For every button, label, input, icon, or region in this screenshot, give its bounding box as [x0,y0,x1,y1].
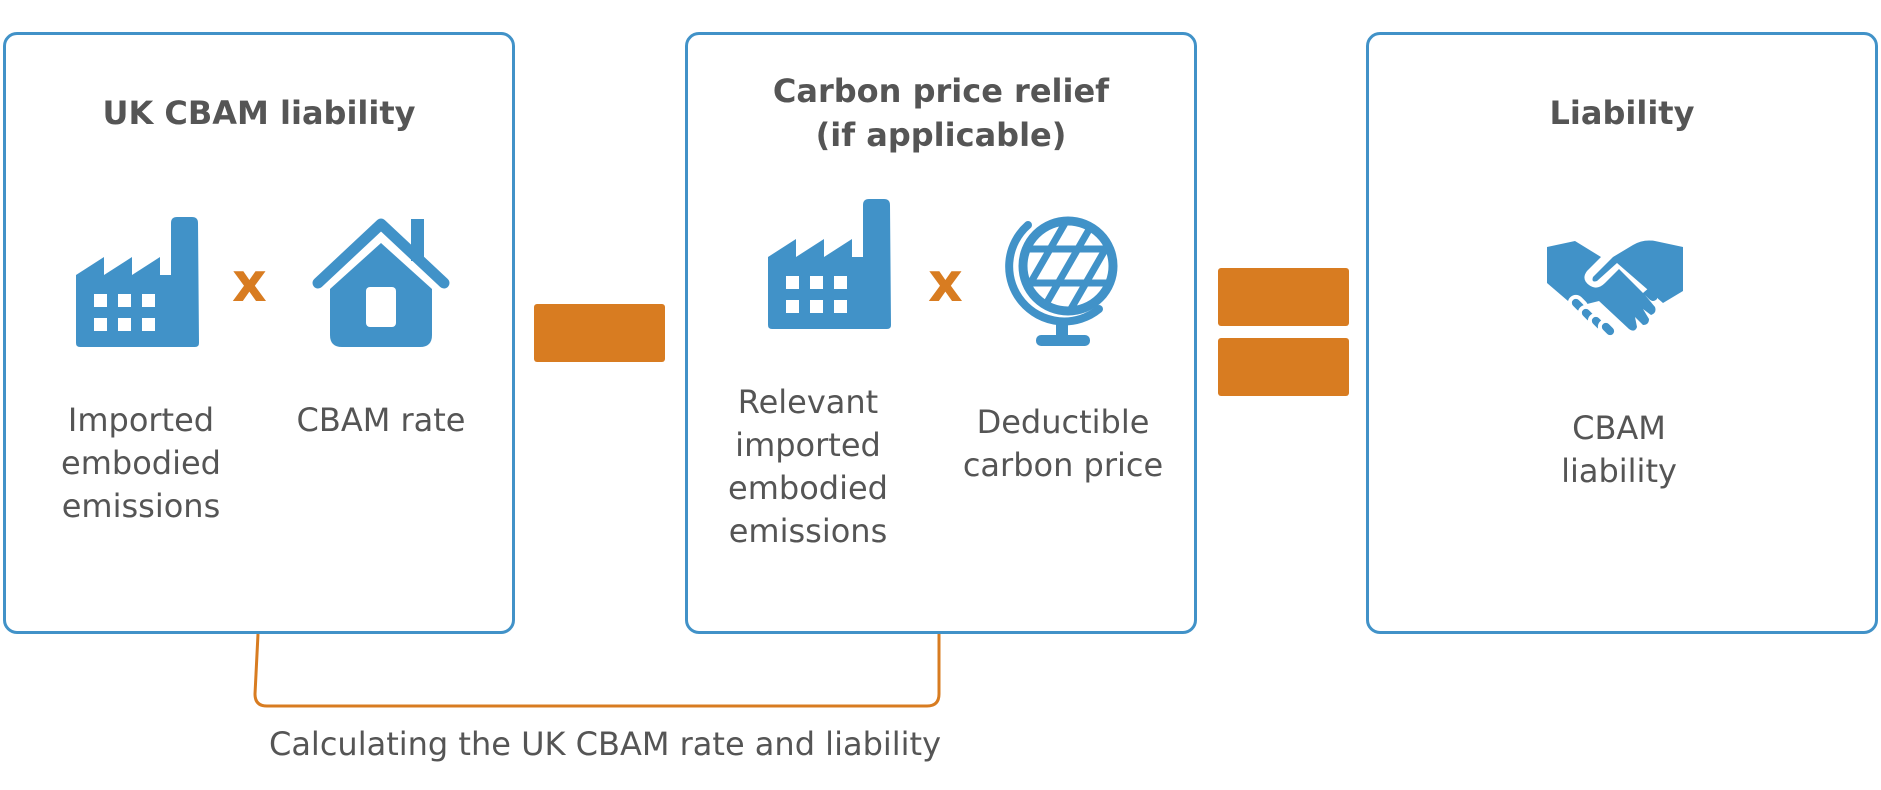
panel-liability: Liability CBAM liability [1366,32,1878,634]
multiply-sign: x [232,251,267,314]
handshake-icon [1547,240,1683,340]
factory-icon [768,199,891,329]
label-deductible-carbon-price: Deductible carbon price [962,403,1164,484]
multiply-sign: x [928,251,963,314]
equals-bar-top [1218,268,1349,326]
factory-icon [76,217,199,347]
globe-icon [1005,216,1118,346]
panel-title-line1: Carbon price relief [772,72,1110,110]
panel-carbon-price-relief: Carbon price relief (if applicable) x Re… [685,32,1197,634]
panel-title: UK CBAM liability [102,94,416,132]
house-icon [312,218,450,347]
label-relevant-imported-embodied-emissions: Relevant imported embodied emissions [728,383,888,550]
label-imported-embodied-emissions: Imported embodied emissions [61,401,221,525]
caption: Calculating the UK CBAM rate and liabili… [268,725,942,763]
minus-sign [534,304,665,362]
equals-bar-bottom [1218,338,1349,396]
label-cbam-liability: CBAM liability [1561,409,1677,490]
panel-uk-cbam-liability: UK CBAM liability x Imported embodied em… [3,32,515,634]
label-cbam-rate: CBAM rate [296,401,466,439]
panel-title: Liability [1549,94,1695,132]
panel-title-line2: (if applicable) [815,116,1067,154]
